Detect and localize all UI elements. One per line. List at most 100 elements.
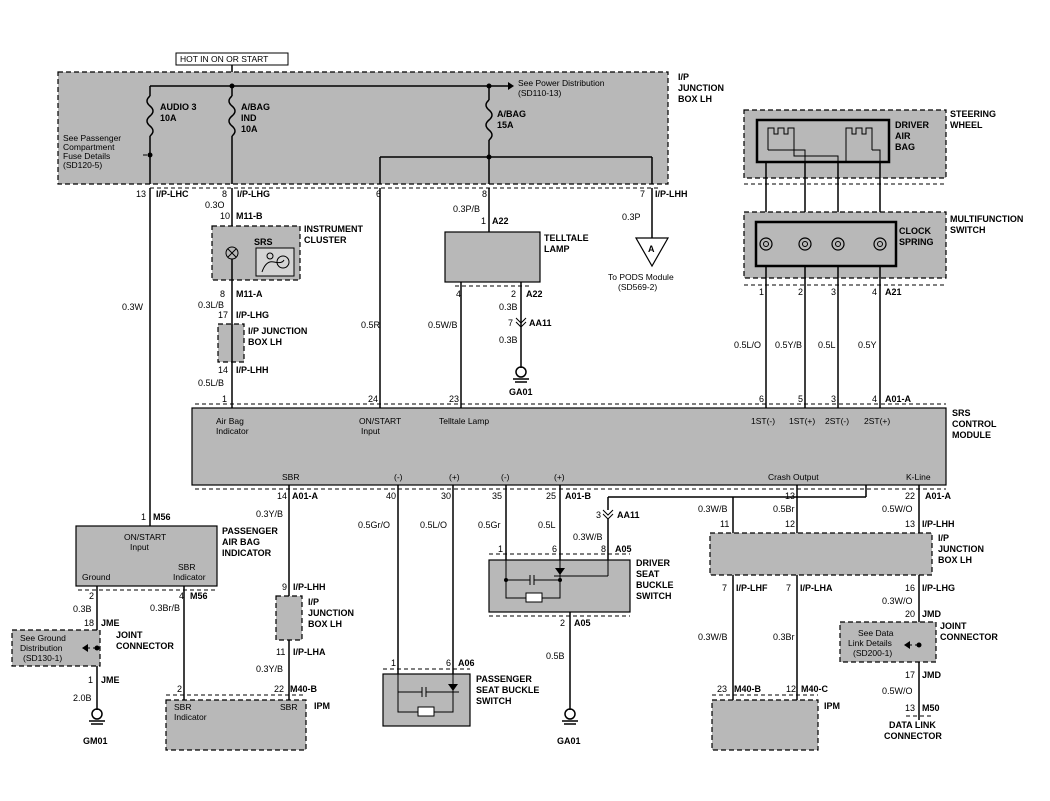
ipjb-mid-1: I/P JUNCTION — [248, 326, 307, 336]
wire-05gr: 0.5Gr — [478, 520, 501, 530]
c7-pin: 7 — [640, 189, 645, 199]
ga01-top: GA01 — [509, 387, 533, 397]
ds-name-2: SEAT — [636, 569, 660, 579]
wire-03wb3: 0.3W/B — [698, 632, 728, 642]
pab-pin1: 1 — [141, 512, 146, 522]
pab-name-1: PASSENGER — [222, 526, 278, 536]
ipjbr-conn7a: I/P-LHF — [736, 583, 768, 593]
ps-name-2: SEAT BUCKLE — [476, 685, 539, 695]
telltale-lamp-box — [444, 231, 541, 283]
wire-03w: 0.3W — [122, 302, 144, 312]
jme-see-2: Distribution — [20, 643, 63, 653]
srs-bpin-13: 13 — [785, 491, 795, 501]
fuse-audio3 — [146, 95, 154, 137]
dlc-pin: 13 — [905, 703, 915, 713]
ds-name-3: BUCKLE — [636, 580, 674, 590]
dlc-name-1: DATA LINK — [889, 720, 936, 730]
lbl-telltale: Telltale Lamp — [439, 416, 489, 426]
jme-pin18: 18 — [84, 618, 94, 628]
a21-name: A21 — [885, 287, 902, 297]
wire-03wb2: 0.3W/B — [698, 504, 728, 514]
telltale-1: TELLTALE — [544, 233, 589, 243]
ps-diode-icon — [448, 684, 458, 691]
ipml-sbr: SBR — [280, 702, 297, 712]
c13-pin: 13 — [136, 189, 146, 199]
srs-pin-1: 1 — [222, 394, 227, 404]
passenger-seat-buckle-switch — [382, 673, 471, 727]
ic-name-2: CLUSTER — [304, 235, 347, 245]
fuse-abag-15a — [485, 99, 493, 141]
ipjb-left-box — [275, 595, 303, 641]
lhh9-pin: 9 — [282, 582, 287, 592]
c8b-pin: 8 — [482, 189, 487, 199]
srs-name-2: CONTROL — [952, 419, 997, 429]
a21-pin2: 2 — [798, 287, 803, 297]
pab-onstart-2: Input — [130, 542, 150, 552]
wire-05wo: 0.5W/O — [882, 504, 913, 514]
lbl-minus: (-) — [394, 472, 403, 482]
pods-2: (SD569-2) — [618, 282, 657, 292]
a22-name: A22 — [492, 216, 509, 226]
jme-pin1: 1 — [88, 675, 93, 685]
fuse3-label-1: A/BAG — [497, 109, 526, 119]
wire-03p: 0.3P — [622, 212, 641, 222]
srs-pin-4: 4 — [872, 394, 877, 404]
wire-03b2: 0.3B — [499, 335, 518, 345]
pods-offpage-icon — [634, 237, 670, 268]
wire-05y: 0.5Y — [858, 340, 877, 350]
ps-resistor — [417, 706, 435, 717]
ipjbr-pin11: 11 — [720, 519, 729, 529]
srs-bpin-30: 30 — [441, 491, 451, 501]
wire-05b: 0.5B — [546, 651, 565, 661]
srs-bpin-35: 35 — [492, 491, 502, 501]
aa11-name: AA11 — [529, 318, 552, 328]
ipml-name: IPM — [314, 701, 330, 711]
ipjbr-1: I/P — [938, 533, 949, 543]
squib-1-icon — [767, 127, 795, 140]
lbl-minus2: (-) — [501, 472, 510, 482]
ds-conn: A05 — [615, 544, 632, 554]
wire-03b3: 0.3B — [73, 604, 92, 614]
srs-pin-23: 23 — [449, 394, 459, 404]
fuse3-label-2: 15A — [497, 120, 514, 130]
pab-name-2: AIR BAG — [222, 537, 260, 547]
srs-pin-24: 24 — [368, 394, 378, 404]
srs-control-module — [191, 407, 947, 486]
ds-pin1: 1 — [498, 544, 503, 554]
squib-2-icon — [845, 127, 873, 140]
srs-bconn-a2: A01-A — [925, 491, 952, 501]
srs-bconn-b: A01-B — [565, 491, 592, 501]
jme-conn18: JME — [101, 618, 120, 628]
a22b-pin4: 4 — [456, 289, 461, 299]
ipmr-pin23: 23 — [717, 684, 727, 694]
jme-conn1: JME — [101, 675, 120, 685]
ipmr-conn23: M40-B — [734, 684, 762, 694]
lbl-2st-plus: 2ST(+) — [864, 416, 890, 426]
wire-03b: 0.3B — [499, 302, 518, 312]
wire-05lo: 0.5L/O — [734, 340, 761, 350]
lbl-onstart-2: Input — [361, 426, 381, 436]
srs-pin-5: 5 — [798, 394, 803, 404]
srs-bpin-40: 40 — [386, 491, 396, 501]
ga01-bottom: GA01 — [557, 736, 581, 746]
a22-pin: 1 — [481, 216, 486, 226]
wire-05br: 0.5Br — [773, 504, 795, 514]
c7-name: I/P-LHH — [655, 189, 688, 199]
ipjbr-pin16: 16 — [905, 583, 915, 593]
ipml-sbr-2: Indicator — [174, 712, 207, 722]
pab-sbr-2: Indicator — [173, 572, 206, 582]
ipjbr-3: BOX LH — [938, 555, 972, 565]
lbl-plus2: (+) — [554, 472, 565, 482]
fuse1-label-1: AUDIO 3 — [160, 102, 197, 112]
lha11-pin: 11 — [276, 647, 285, 657]
jme-see-3: (SD130-1) — [23, 653, 62, 663]
ip-junction-box-top — [57, 71, 669, 185]
ground-ga01-top — [515, 366, 527, 378]
ipjbr-conn13: I/P-LHH — [922, 519, 955, 529]
power-dist-1: See Power Distribution — [518, 78, 605, 88]
ipmr-name: IPM — [824, 701, 840, 711]
pass-fuse-4: (SD120-5) — [63, 160, 102, 170]
jme-name-2: CONNECTOR — [116, 641, 174, 651]
dab-3: BAG — [895, 142, 915, 152]
steering-wheel-box — [743, 109, 947, 179]
